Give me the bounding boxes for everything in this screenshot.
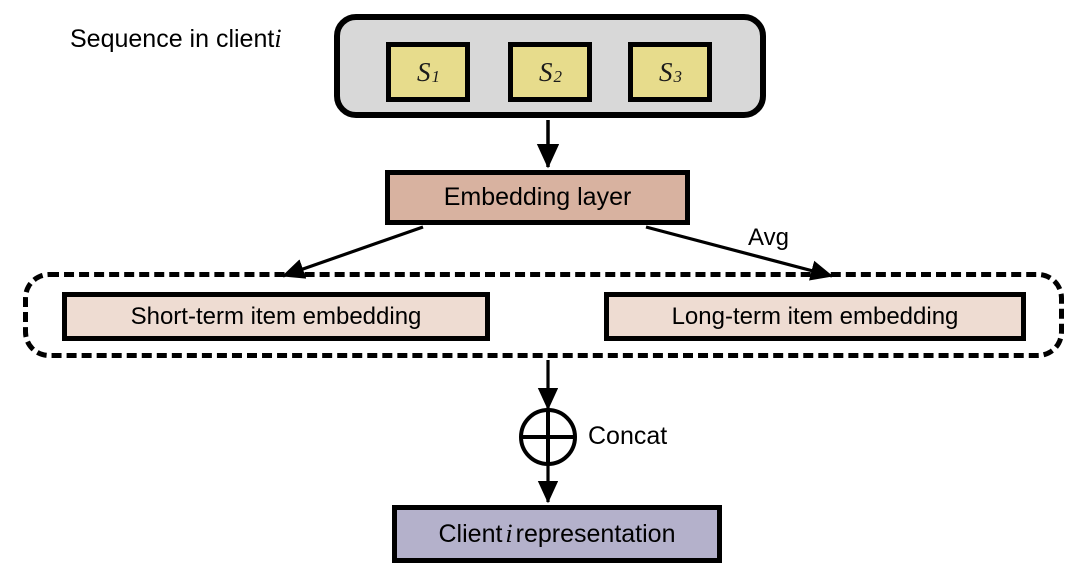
sequence-item-3-base: S bbox=[659, 56, 673, 87]
client-representation-suffix: representation bbox=[515, 519, 676, 548]
client-representation-prefix: Client bbox=[438, 519, 503, 548]
sequence-label-italic: i bbox=[274, 24, 282, 53]
long-term-embedding-node[interactable]: Long-term item embedding bbox=[604, 292, 1026, 341]
sequence-item-2-base: S bbox=[539, 56, 553, 87]
short-term-embedding-node[interactable]: Short-term item embedding bbox=[62, 292, 490, 341]
circled-plus-icon bbox=[519, 408, 577, 466]
embeddings-group bbox=[23, 272, 1064, 358]
short-term-embedding-label: Short-term item embedding bbox=[130, 302, 422, 330]
arrow-embedding-to-short-term bbox=[281, 225, 424, 279]
concat-label: Concat bbox=[588, 422, 668, 450]
avg-label: Avg bbox=[748, 224, 789, 251]
long-term-embedding-label: Long-term item embedding bbox=[671, 302, 959, 330]
arrow-embedding-to-long-term bbox=[645, 225, 834, 281]
sequence-item-2-sub: 2 bbox=[553, 67, 563, 86]
embedding-layer-node[interactable]: Embedding layer bbox=[385, 170, 690, 225]
sequence-item-1-base: S bbox=[417, 56, 431, 87]
sequence-item-1-sub: 1 bbox=[431, 67, 441, 86]
sequence-item-3-sub: 3 bbox=[673, 67, 683, 86]
sequence-label-text: Sequence in client bbox=[70, 25, 275, 53]
sequence-label: Sequence in clienti bbox=[70, 26, 282, 52]
client-representation-italic: i bbox=[505, 519, 513, 548]
embedding-layer-label: Embedding layer bbox=[443, 183, 632, 211]
